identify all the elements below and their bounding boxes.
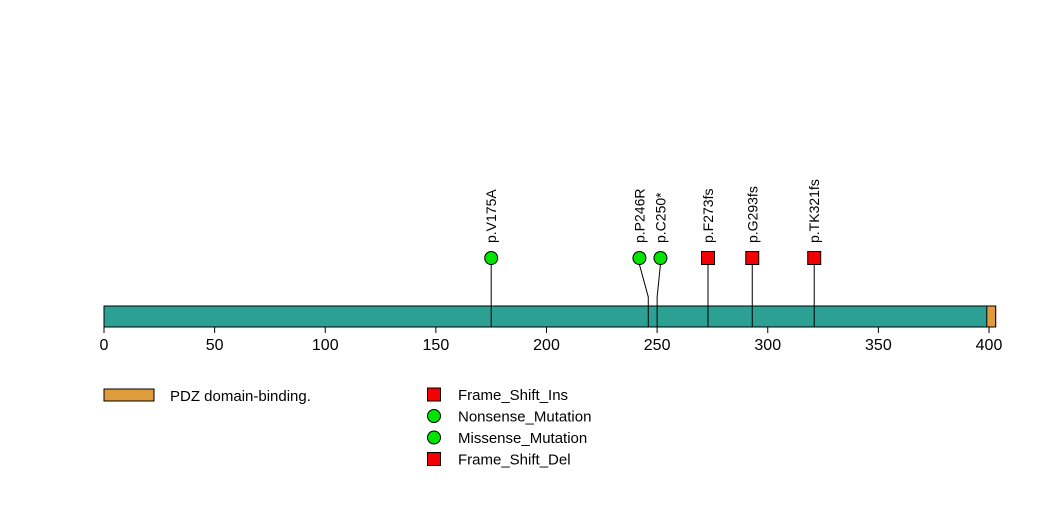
mutation-marker-square (745, 251, 760, 265)
mutation-marker-circle (484, 251, 499, 265)
lollipop-stem (656, 264, 661, 327)
mutation-label: p.V175A (483, 189, 499, 243)
legend-mutation-type-label: Frame_Shift_Del (458, 452, 571, 469)
axis-tick-label: 350 (865, 337, 892, 354)
mutation-label: p.F273fs (700, 189, 716, 243)
axis-tick-label: 150 (423, 337, 450, 354)
legend-domain-label: PDZ domain-binding. (170, 388, 311, 405)
mutation-label: p.P246R (631, 189, 647, 243)
legend-mutation-type-label: Frame_Shift_Ins (458, 387, 568, 404)
legend-mutation-type-label: Nonsense_Mutation (458, 409, 591, 426)
axis-tick-label: 400 (976, 337, 1003, 354)
mutation-marker-square (701, 251, 716, 265)
axis-tick-label: 200 (533, 337, 560, 354)
legend-marker-circle (427, 430, 441, 445)
legend-marker-square (427, 452, 441, 466)
mutation-label: p.TK321fs (806, 179, 822, 243)
legend-marker-square (427, 387, 441, 402)
axis-tick-label: 50 (206, 337, 224, 354)
lollipop-stem (638, 264, 649, 327)
axis-tick-label: 250 (644, 337, 671, 354)
axis-tick-label: 300 (754, 337, 781, 354)
mutation-marker-circle (632, 251, 647, 265)
mutation-label: p.C250* (652, 192, 668, 243)
legend-domain-swatch (103, 388, 155, 402)
axis-tick-label: 0 (100, 337, 109, 354)
legend-marker-circle (427, 409, 441, 423)
axis-tick-label: 100 (312, 337, 339, 354)
legend-mutation-type-label: Missense_Mutation (458, 430, 587, 447)
mutation-marker-square (807, 251, 822, 265)
domain-segment-pdz (986, 305, 997, 328)
protein-bar (103, 305, 997, 328)
mutation-label: p.G293fs (744, 186, 760, 243)
mutation-marker-circle (653, 251, 668, 265)
